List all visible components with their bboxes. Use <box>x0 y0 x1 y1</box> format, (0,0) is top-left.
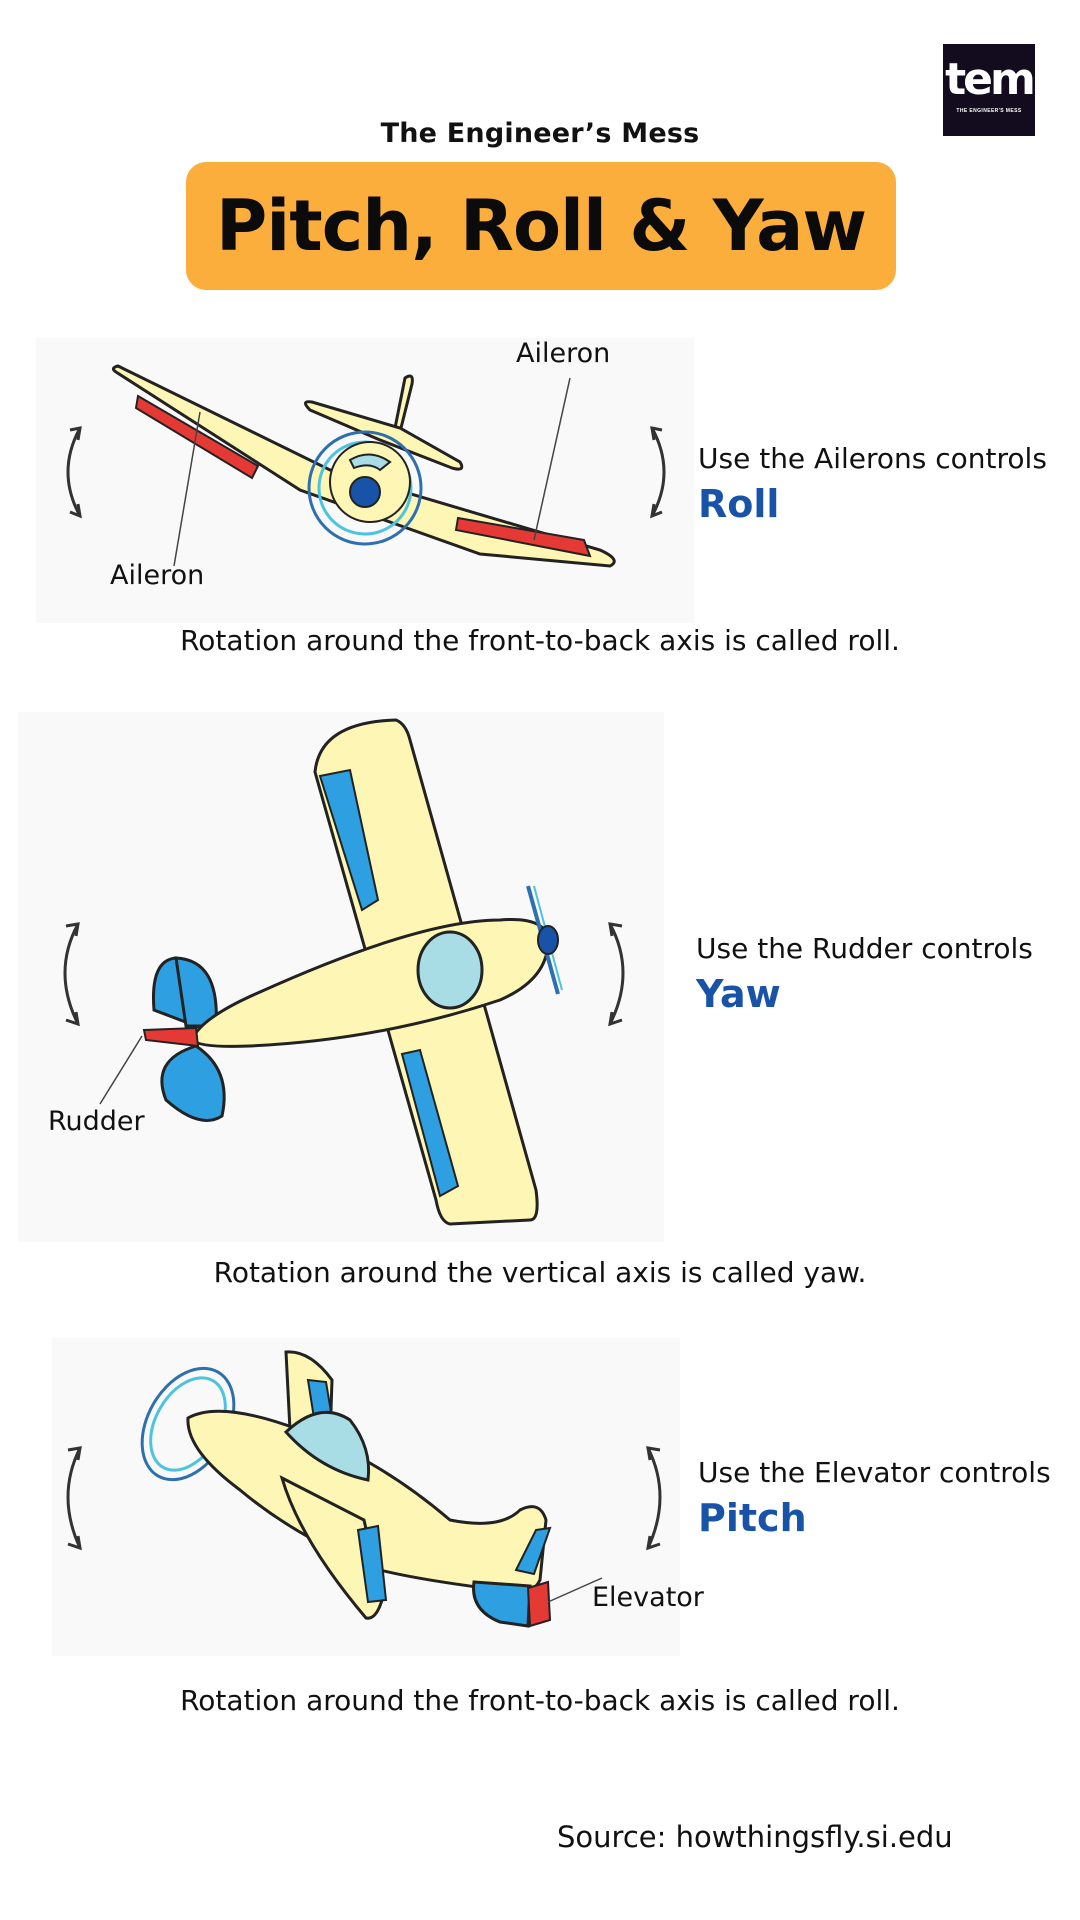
roll-caption: Rotation around the front-to-back axis i… <box>180 624 900 657</box>
roll-instruction: Use the Ailerons controls <box>698 442 1047 475</box>
elevator-leader-line <box>547 1577 603 1603</box>
top-aileron-leader-line <box>533 377 571 541</box>
brand-name: The Engineer’s Mess <box>380 118 700 149</box>
rudder <box>142 1026 200 1048</box>
rudder-label: Rudder <box>48 1106 145 1137</box>
elevator-label: Elevator <box>592 1582 704 1613</box>
yaw-right-rotation-arrow-icon <box>608 923 625 1025</box>
bottom-aileron-leader-line <box>173 411 201 567</box>
brand-logo: tem THE ENGINEER'S MESS <box>943 44 1036 136</box>
elevator <box>526 1580 552 1628</box>
source-credit: Source: howthingsfly.si.edu <box>557 1820 953 1854</box>
yaw-axis-name: Yaw <box>696 972 781 1016</box>
pitch-instruction: Use the Elevator controls <box>698 1456 1051 1489</box>
logo-subtitle: THE ENGINEER'S MESS <box>956 108 1022 114</box>
title-banner: Pitch, Roll & Yaw <box>186 162 896 290</box>
yaw-caption: Rotation around the vertical axis is cal… <box>213 1256 867 1289</box>
roll-axis-name: Roll <box>698 482 780 526</box>
roll-right-rotation-arrow-icon <box>650 427 666 517</box>
logo-text: tem <box>945 54 1036 105</box>
left-aileron <box>134 394 260 480</box>
aileron-label-bottom: Aileron <box>110 560 205 591</box>
right-aileron <box>454 516 592 558</box>
page-title: Pitch, Roll & Yaw <box>216 185 867 267</box>
pitch-axis-name: Pitch <box>698 1496 807 1540</box>
pitch-left-rotation-arrow-icon <box>66 1447 82 1549</box>
rudder-leader-line <box>99 1035 143 1105</box>
yaw-left-rotation-arrow-icon <box>63 923 80 1025</box>
yaw-instruction: Use the Rudder controls <box>696 932 1033 965</box>
pitch-caption: Rotation around the front-to-back axis i… <box>180 1684 900 1717</box>
pitch-right-rotation-arrow-icon <box>646 1447 662 1549</box>
roll-left-rotation-arrow-icon <box>66 427 82 517</box>
aileron-label-top: Aileron <box>516 338 611 369</box>
